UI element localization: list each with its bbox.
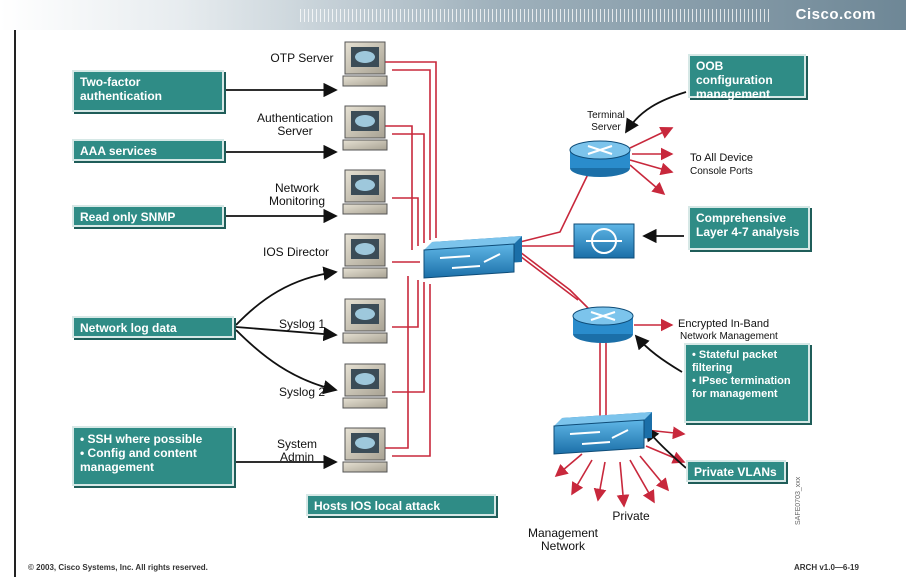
server-pc-icons (342, 41, 388, 473)
ssh-config-box: • SSH where possible • Config and conten… (72, 426, 234, 486)
auth-server-icon (342, 105, 388, 151)
stateful-line-2: • IPsec termination for management (692, 375, 791, 400)
core-links (519, 169, 607, 420)
monitoring-server-icon (342, 169, 388, 215)
syslog1-icon (342, 298, 388, 344)
syslog2-icon (342, 363, 388, 409)
stateful-box: • Stateful packet filtering • IPsec term… (684, 343, 810, 423)
brand-label: Cisco.com (795, 6, 876, 23)
left-rule (14, 30, 16, 577)
terminal-server-router-icon (569, 140, 631, 177)
firewall-router-icon (572, 306, 634, 343)
hosts-ios-box: Hosts IOS local attack (306, 494, 496, 516)
terminal-server-label: Terminal Server (587, 110, 625, 133)
private-vlans-box: Private VLANs (686, 460, 786, 482)
private-label: Private (612, 509, 650, 523)
server-links (385, 61, 437, 457)
two-factor-box: Two-factor authentication (72, 70, 224, 112)
core-switch-icon (423, 236, 522, 279)
monitoring-label: Network Monitoring (268, 181, 326, 208)
header-stripes (300, 9, 770, 22)
otp-server-label: OTP Server (270, 51, 334, 65)
encrypted-inband-label: Encrypted In-Band (678, 318, 770, 330)
console-ports-label: Console Ports (690, 166, 753, 177)
stateful-line-1: • Stateful packet filtering (692, 349, 778, 374)
ios-director-label: IOS Director (262, 245, 329, 259)
layer47-box: Comprehensive Layer 4-7 analysis (688, 206, 810, 250)
to-all-device-label: To All Device (690, 152, 753, 164)
ids-sensor-icon (573, 223, 635, 259)
network-log-data-box: Network log data (72, 316, 234, 338)
slide-code: ARCH v1.0—6-19 (794, 563, 859, 572)
figure-id: SAFE0703_xxx (795, 476, 802, 525)
ssh-line-1: • SSH where possible (80, 432, 203, 446)
auth-server-label: Authentication Server (256, 111, 334, 138)
network-management-label: Network Management (680, 331, 778, 342)
ssh-line-2: • Config and content management (80, 446, 197, 474)
syslog1-label: Syslog 1 (278, 317, 326, 331)
otp-server-icon (342, 41, 388, 87)
network-label: Network (540, 539, 585, 553)
private-vlan-switch-icon (553, 412, 652, 455)
oob-config-box: OOB configuration management (688, 54, 806, 101)
aaa-services-box: AAA services (72, 139, 224, 161)
read-only-snmp-box: Read only SNMP (72, 205, 224, 227)
sysadmin-label: System Admin (276, 437, 317, 464)
management-label: Management (527, 526, 599, 540)
syslog2-label: Syslog 2 (278, 385, 326, 399)
sysadmin-icon (342, 427, 388, 473)
copyright-text: © 2003, Cisco Systems, Inc. All rights r… (28, 563, 208, 572)
ios-director-icon (342, 233, 388, 279)
